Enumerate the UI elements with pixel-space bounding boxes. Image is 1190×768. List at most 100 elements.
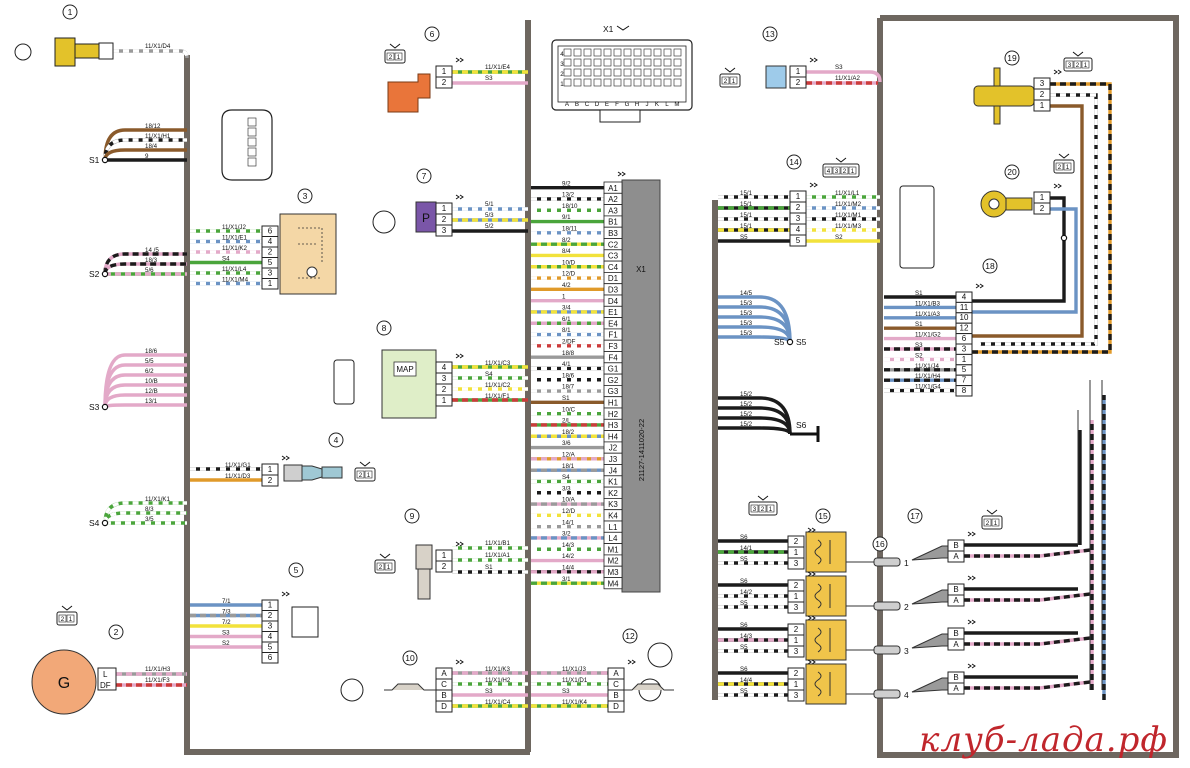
callout-circle bbox=[1004, 50, 1020, 66]
wire-label: S5 bbox=[740, 600, 748, 607]
connector-pin bbox=[394, 52, 403, 61]
callout-circle bbox=[108, 624, 124, 640]
x1-cavity bbox=[593, 68, 602, 77]
map-sensor-icon bbox=[393, 361, 417, 377]
x1-column-label: E bbox=[605, 101, 609, 108]
wire-label: 14/2 bbox=[740, 589, 753, 596]
splice-label: S2 bbox=[89, 269, 100, 279]
wire-label: S3 bbox=[222, 630, 230, 637]
terminal-number: 5 bbox=[796, 236, 801, 245]
ignition-coil-icon bbox=[805, 663, 847, 705]
terminal-number: 7 bbox=[962, 376, 967, 385]
splice-node bbox=[786, 338, 794, 346]
wire-label: S5 bbox=[740, 644, 748, 651]
ecu-pin-label: J3 bbox=[609, 455, 618, 464]
wire-20 bbox=[972, 196, 1066, 303]
terminal-number: B bbox=[953, 541, 958, 550]
wire-label: 11/X1/D1 bbox=[562, 677, 588, 684]
wire-label: S3 bbox=[485, 75, 493, 82]
ecu-wire-label: 4/1 bbox=[562, 361, 571, 368]
ecu-pin-label: K1 bbox=[608, 478, 618, 487]
ecu-pin-label: E4 bbox=[608, 319, 618, 328]
wire-label: 11/X1/C4 bbox=[485, 699, 511, 706]
ecu-pin-column: A1A2A3B1B3C2C3C4D1D3D4E1E4F1F3F4G1G2G3H1… bbox=[603, 171, 626, 590]
wire-label: 11/X1/A2 bbox=[835, 75, 861, 82]
terminal-number: B bbox=[953, 585, 958, 594]
x1-column-label: C bbox=[585, 101, 590, 108]
ignition-coil-icon bbox=[805, 575, 847, 617]
wire-label: 11/X1/K3 bbox=[485, 666, 511, 673]
x1-row-label: 2 bbox=[560, 71, 564, 78]
connector-icon bbox=[807, 527, 816, 533]
wire-label: 11/X1/H2 bbox=[485, 677, 511, 684]
wire-label: 5/2 bbox=[485, 223, 494, 230]
cylinder-number: 1 bbox=[904, 558, 909, 568]
connector-pin bbox=[766, 504, 775, 513]
coolant-temp-sensor-icon bbox=[301, 465, 323, 481]
purge-terminals bbox=[435, 76, 453, 89]
terminal-number: 1 bbox=[796, 67, 801, 76]
oxygen-sensor-icon bbox=[624, 683, 674, 691]
x1-column-label: J bbox=[645, 101, 648, 108]
terminal-number: B bbox=[613, 691, 618, 700]
spark-plug-icon bbox=[873, 645, 901, 655]
connector-pin bbox=[721, 76, 730, 85]
ecu-wire-label: 8/4 bbox=[562, 248, 571, 255]
callout-circle bbox=[786, 154, 802, 170]
ecu-pin-label: M1 bbox=[607, 545, 619, 554]
connector-pin bbox=[376, 562, 385, 571]
coolant-terminals bbox=[261, 474, 279, 487]
terminal-number: 1 bbox=[268, 279, 273, 288]
x1-cavity bbox=[623, 78, 632, 87]
wire-label: 11/X1/K1 bbox=[145, 496, 171, 503]
connector-pin bbox=[356, 470, 365, 479]
wire-label: S2 bbox=[915, 352, 923, 359]
connector-icon bbox=[1072, 51, 1084, 57]
callout-number: 10 bbox=[405, 653, 415, 663]
map-sensor-icon bbox=[381, 349, 437, 419]
terminal-l: L bbox=[103, 670, 108, 679]
ecu-wire-label: 10/D bbox=[562, 259, 576, 266]
connector-pin bbox=[1073, 60, 1082, 69]
connector-icon bbox=[61, 605, 73, 611]
ecu-pin-label: C3 bbox=[608, 252, 619, 261]
wire-label: 11/X1/L4 bbox=[222, 266, 247, 273]
wire-label: 11/X1/M2 bbox=[835, 201, 862, 208]
callout-number: 14 bbox=[789, 157, 799, 167]
connector-icon bbox=[809, 182, 818, 188]
terminal-number: 4 bbox=[268, 237, 273, 246]
terminal-number: 5 bbox=[268, 643, 273, 652]
terminal-number: 3 bbox=[794, 559, 799, 568]
pin-number: 2 bbox=[761, 506, 765, 513]
terminal-number: 2 bbox=[442, 78, 447, 87]
wire-label: 11/X1/F1 bbox=[485, 393, 510, 400]
terminal-number: B bbox=[953, 673, 958, 682]
callout-number: 20 bbox=[1007, 167, 1017, 177]
callout-number: 19 bbox=[1007, 53, 1017, 63]
x1-cavity bbox=[653, 48, 662, 57]
speed-terminals bbox=[435, 560, 453, 573]
ecu-pin-label: B1 bbox=[608, 218, 618, 227]
x1-cavity bbox=[653, 78, 662, 87]
connector-icon bbox=[1058, 153, 1070, 159]
terminal-number: 10 bbox=[960, 313, 969, 322]
connector-pin bbox=[1081, 60, 1090, 69]
x1-title: X1 bbox=[603, 24, 614, 34]
crankshaft-sensor-icon bbox=[54, 37, 76, 67]
connector-icon bbox=[359, 461, 371, 467]
wire-label: S3 bbox=[915, 342, 923, 349]
terminal-number: 1 bbox=[442, 551, 447, 560]
ecu-pin-label: A3 bbox=[608, 206, 618, 215]
ecu-wire-label: 18/1 bbox=[562, 463, 575, 470]
wire-label: S6 bbox=[740, 622, 748, 629]
ecu-pin-label: A1 bbox=[608, 184, 618, 193]
wire-label: 5/5 bbox=[145, 358, 154, 365]
connector-pin bbox=[1065, 60, 1074, 69]
connector-icon bbox=[455, 194, 464, 200]
ecu-pin-label: E1 bbox=[608, 308, 618, 317]
terminal-number: 2 bbox=[796, 78, 801, 87]
wire-label: 11/X1/B3 bbox=[915, 300, 941, 307]
map-terminals bbox=[435, 394, 453, 407]
wire-inj-stripe bbox=[964, 548, 1091, 558]
connector-icon bbox=[379, 553, 391, 559]
